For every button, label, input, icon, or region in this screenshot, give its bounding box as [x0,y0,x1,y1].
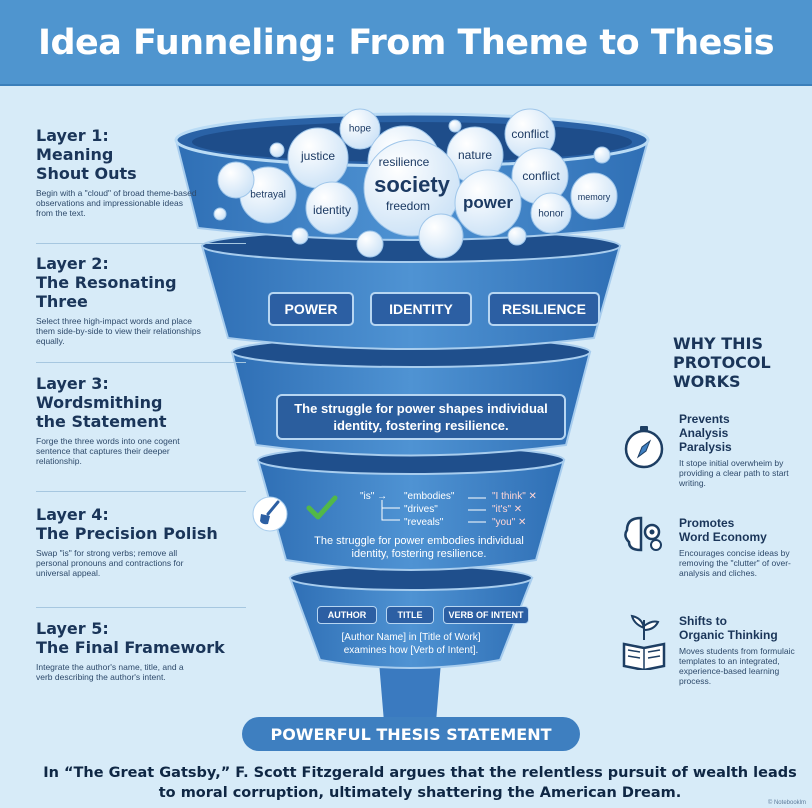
polish-verb-1: "embodies" [404,491,455,502]
why-item-3: Shifts to Organic Thinking Moves student… [679,614,809,686]
layer-4-description: Swap "is" for strong verbs; remove all p… [36,548,184,578]
cloud-word-power: power [462,193,514,212]
cloud-word-honor: honor [538,208,564,220]
branch-arrows [381,500,400,521]
removed-phrase-2: "it's" ✕ [492,504,523,515]
book-plant-icon [622,614,666,670]
resonating-word-resilience: RESILIENCE [488,292,600,326]
layer-4: Layer 4: The Precision Polish Swap "is" … [36,505,241,578]
cloud-word-hope: hope [348,123,372,135]
layer-2: Layer 2: The Resonating Three Select thr… [36,254,241,346]
layer-4-heading: Layer 4: The Precision Polish [36,505,218,543]
layer-2-description: Select three high-impact words and place… [36,316,201,346]
why-item-2-description: Encourages concise ideas by removing the… [679,548,791,578]
cloud-word-betrayal: betrayal [250,189,286,201]
cloud-word-freedom: freedom [385,199,431,213]
polish-verb-2: "drives" [404,504,438,515]
why-item-3-description: Moves students from formulaic templates … [679,646,795,686]
why-item-1-heading: Prevents Analysis Paralysis [679,412,732,454]
polish-swap-from: "is" → [360,491,388,502]
layer-divider [36,607,246,608]
polished-statement: The struggle for power embodies individu… [314,535,524,560]
cloud-word-nature: nature [457,148,493,162]
layer-2-heading: Layer 2: The Resonating Three [36,254,177,311]
brush-icon [252,496,288,532]
why-item-1-description: It stope initial overwheim by providing … [679,458,789,488]
layer-divider [36,491,246,492]
cloud-word-identity: identity [312,203,352,217]
why-item-2: Promotes Word Economy Encourages concise… [679,516,809,578]
funnel-spout [378,650,442,722]
layer-3: Layer 3: Wordsmithing the Statement Forg… [36,374,241,466]
layer-divider [36,362,246,363]
cloud-word-memory: memory [577,192,611,202]
layer-3-description: Forge the three words into one cogent se… [36,436,180,466]
cloud-word-resilience: resilience [378,155,430,169]
cloud-word-conflict-2: conflict [522,169,560,183]
page-title: Idea Funneling: From Theme to Thesis [37,23,775,63]
polish-verb-3: "reveals" [404,517,444,528]
cloud-word-justice: justice [300,149,336,163]
brain-gear-icon [624,516,662,552]
layer-3-heading: Layer 3: Wordsmithing the Statement [36,374,167,431]
why-item-2-heading: Promotes Word Economy [679,516,767,544]
framework-template: [Author Name] in [Title of Work] examine… [341,632,481,656]
framework-tag-title: TITLE [386,606,434,624]
removed-phrase-3: "you" ✕ [492,517,527,528]
compass-icon [624,426,664,469]
why-item-3-heading: Shifts to Organic Thinking [679,614,778,642]
copyright-note: © Notebooklm [767,800,806,806]
removed-phrase-1: "I think" ✕ [492,491,537,502]
layer-5: Layer 5: The Final Framework Integrate t… [36,619,241,682]
layer-1-heading: Layer 1: Meaning Shout Outs [36,126,137,183]
framework-tag-author: AUTHOR [317,606,377,624]
layer-1-description: Begin with a "cloud" of broad theme-base… [36,188,197,218]
statement-box: The struggle for power shapes individual… [276,394,566,440]
cloud-word-society: society [374,172,450,197]
header-banner: Idea Funneling: From Theme to Thesis [0,0,812,86]
layer-1: Layer 1: Meaning Shout Outs Begin with a… [36,126,241,218]
example-thesis: In “The Great Gatsby,” F. Scott Fitzgera… [43,765,797,801]
swap-arrows [468,497,486,523]
layer-divider [36,243,246,244]
checkmark-icon [306,495,338,520]
why-title: WHY THIS PROTOCOL WORKS [673,334,771,391]
resonating-word-identity: IDENTITY [370,292,472,326]
why-item-1: Prevents Analysis Paralysis It stope ini… [679,412,809,488]
framework-tag-verb: VERB OF INTENT [443,606,529,624]
layer-5-description: Integrate the author's name, title, and … [36,662,184,682]
thesis-label: POWERFUL THESIS STATEMENT [242,717,580,751]
resonating-word-power: POWER [268,292,354,326]
cloud-word-conflict: conflict [511,127,549,141]
layer-5-heading: Layer 5: The Final Framework [36,619,225,657]
